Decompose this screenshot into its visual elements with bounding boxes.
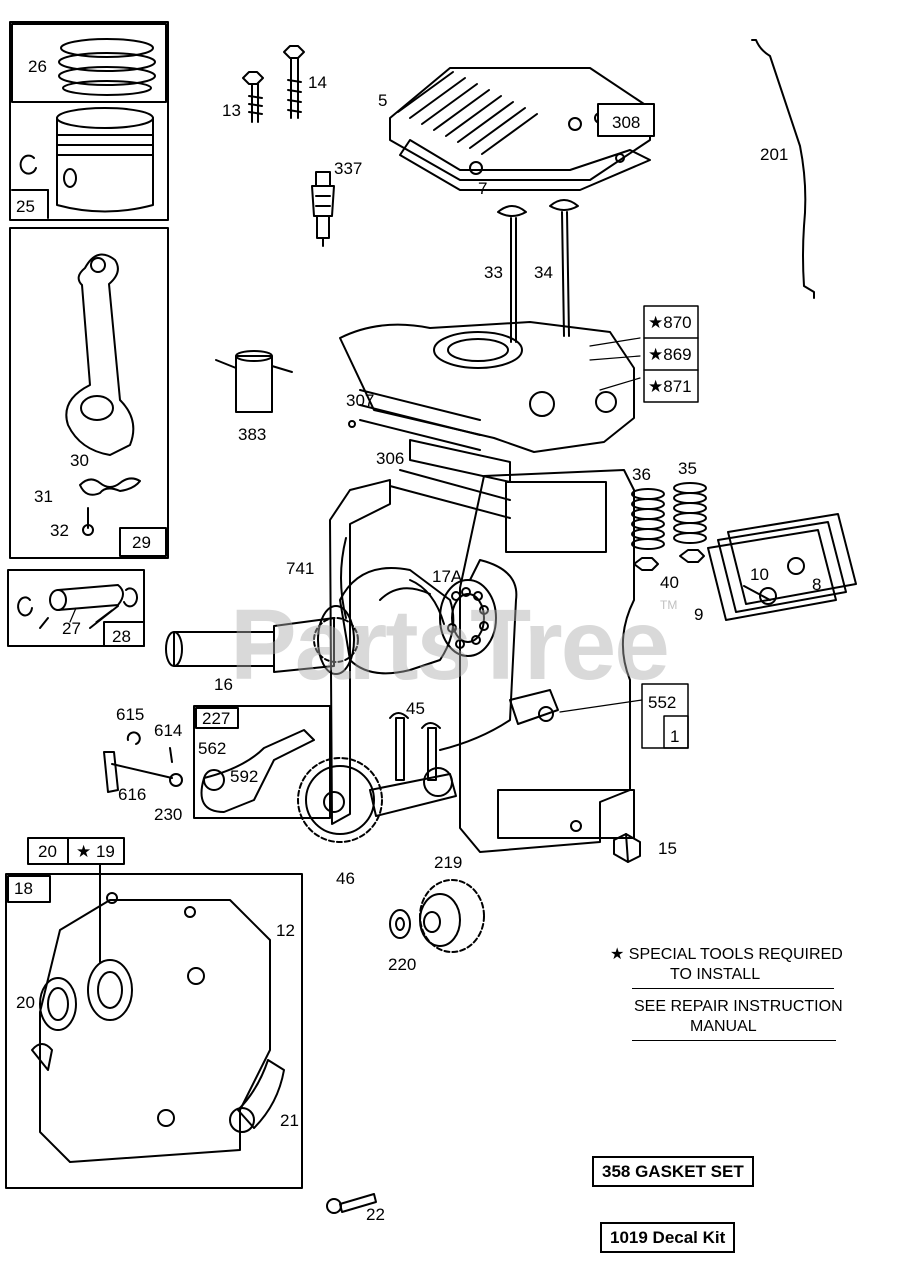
decal-kit-link[interactable]: 1019 Decal Kit: [600, 1222, 736, 1253]
callout-14: 14: [308, 73, 327, 92]
callout-1: 1: [670, 727, 680, 746]
breather-assembly: [707, 513, 857, 621]
callout-9: 9: [694, 605, 704, 624]
callout-592: 592: [230, 767, 259, 786]
callout-31: 31: [34, 487, 53, 506]
callout-562: 562: [198, 739, 227, 758]
callout-219: 219: [434, 853, 463, 872]
piston: [11, 107, 154, 219]
callout-870: ★870: [648, 313, 692, 332]
repair-note-2: MANUAL: [690, 1018, 757, 1035]
callout-614: 614: [154, 721, 183, 740]
crank-gear: [313, 617, 359, 663]
callout-33: 33: [484, 263, 503, 282]
intake-valve: [497, 205, 527, 343]
callout-boxes: [641, 305, 699, 749]
callout-19: ★ 19: [76, 842, 115, 861]
spring-retainers: [633, 549, 705, 571]
governor-link: [751, 39, 815, 299]
callout-227: 227: [202, 709, 231, 728]
callout-15: 15: [658, 839, 677, 858]
tappets: [389, 712, 441, 781]
callout-34: 34: [534, 263, 553, 282]
callout-337: 337: [334, 159, 363, 178]
washer: [389, 909, 411, 939]
callout-35: 35: [678, 459, 697, 478]
callout-27: 27: [62, 619, 81, 638]
callout-17a: 17A: [432, 567, 463, 586]
callout-26: 26: [28, 57, 47, 76]
cylinder-block: [329, 321, 635, 853]
governor-lever: [103, 731, 183, 793]
callout-30: 30: [70, 451, 89, 470]
callout-616: 616: [118, 785, 147, 804]
callout-552: 552: [648, 693, 677, 712]
crankshaft: [165, 567, 455, 675]
leader-lines: [69, 337, 643, 713]
callout-22: 22: [366, 1205, 385, 1224]
cover-bolt: [326, 1193, 377, 1214]
main-bearing: [439, 579, 497, 657]
callout-871: ★871: [648, 377, 692, 396]
callout-18: 18: [14, 879, 33, 898]
callout-21: 21: [280, 1111, 299, 1130]
drain-plug: [613, 833, 641, 863]
repair-note: SEE REPAIR INSTRUCTION: [634, 998, 843, 1015]
callout-32: 32: [50, 521, 69, 540]
cylinder-head: [389, 67, 655, 181]
watermark: PartsTree: [230, 589, 670, 701]
note-divider-2: [632, 1040, 836, 1041]
connecting-rod-group: [9, 227, 169, 559]
spark-plug: [311, 171, 335, 247]
callout-46: 46: [336, 869, 355, 888]
head-gasket: [399, 139, 651, 191]
valve-spring-36: [631, 488, 665, 550]
callout-201: 201: [760, 145, 789, 164]
special-tools-note-2: TO INSTALL: [670, 966, 761, 983]
gasket-set-link[interactable]: 358 GASKET SET: [592, 1156, 754, 1187]
valve-tool: [215, 350, 293, 413]
callout-8: 8: [812, 575, 822, 594]
callout-230: 230: [154, 805, 183, 824]
callout-20-top: 20: [38, 842, 57, 861]
callout-10: 10: [750, 565, 769, 584]
wrist-pin-group: [7, 569, 145, 647]
callout-308: 308: [612, 113, 641, 132]
callout-25: 25: [16, 197, 35, 216]
camshaft-gear: [297, 757, 457, 843]
callout-220: 220: [388, 955, 417, 974]
watermark-tm: TM: [660, 598, 678, 612]
callout-13: 13: [222, 101, 241, 120]
callout-20: 20: [16, 993, 35, 1012]
exhaust-valve: [549, 199, 579, 337]
callout-869: ★869: [648, 345, 692, 364]
head-bolt-13: [242, 71, 264, 123]
callout-36: 36: [632, 465, 651, 484]
governor-crank-box: [193, 705, 331, 819]
callout-40: 40: [660, 573, 679, 592]
piston-ring-group: [9, 21, 169, 221]
callout-306: 306: [376, 449, 405, 468]
note-divider: [632, 988, 834, 989]
callout-307: 307: [346, 391, 375, 410]
callout-7: 7: [478, 179, 488, 198]
valve-spring-35: [673, 482, 707, 544]
callout-5: 5: [378, 91, 388, 110]
special-tools-note: ★ SPECIAL TOOLS REQUIRED: [610, 946, 843, 963]
callout-16: 16: [214, 675, 233, 694]
callout-29: 29: [132, 533, 151, 552]
callout-383: 383: [238, 425, 267, 444]
governor-gear: [419, 879, 485, 953]
callout-28: 28: [112, 627, 131, 646]
callout-615: 615: [116, 705, 145, 724]
crankcase-cover-group: [5, 837, 303, 1189]
callout-12: 12: [276, 921, 295, 940]
callout-741: 741: [286, 559, 315, 578]
callout-45: 45: [406, 699, 425, 718]
head-bolt-14: [283, 45, 305, 119]
